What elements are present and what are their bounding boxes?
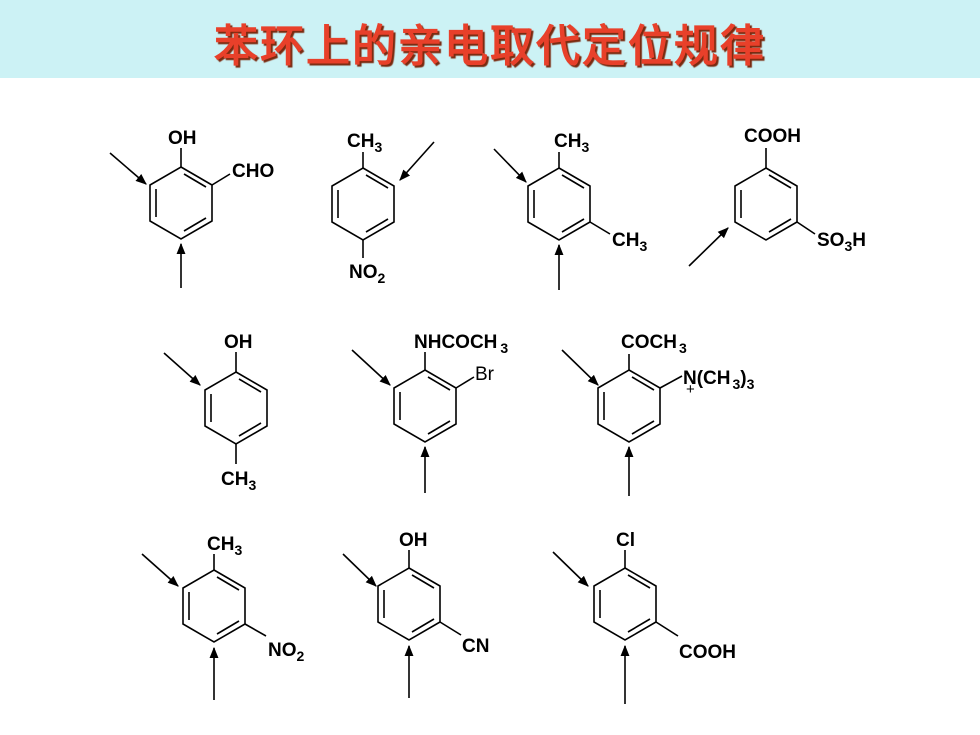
substitution-arrow (561, 349, 599, 386)
cho-label: CHO (232, 161, 274, 182)
br-label: Br (475, 364, 495, 385)
substitution-arrow (493, 148, 527, 183)
molecule-m-nitrotoluene: CH3 NO2 (141, 534, 305, 700)
oh-label: OH (399, 530, 428, 551)
oh-label: OH (168, 128, 197, 149)
title-bar: 苯环上的亲电取代定位规律 (0, 0, 980, 78)
cl-label: Cl (616, 530, 635, 551)
molecule-m-xylene: CH3 CH3 (493, 131, 647, 290)
cn-label: CN (462, 636, 489, 657)
substitution-arrow (351, 349, 391, 386)
substitution-arrow (399, 141, 435, 181)
substitution-arrow (688, 227, 729, 267)
ch3-label: CH3 (347, 131, 382, 155)
ch3-label: CH3 (207, 534, 242, 558)
ch3-label: CH3 (221, 469, 256, 493)
cooh-label: COOH (744, 126, 801, 147)
no2-label: NO2 (349, 262, 386, 286)
page-title: 苯环上的亲电取代定位规律 (214, 21, 766, 72)
positive-charge: + (686, 381, 695, 398)
substitution-arrow (141, 553, 179, 587)
substitution-arrow (552, 551, 589, 587)
oh-label: OH (224, 332, 253, 353)
cooh-label: COOH (679, 642, 736, 663)
ch3-label: CH3 (612, 230, 647, 254)
molecule-salicylaldehyde: OH CHO (109, 128, 274, 288)
substitution-arrow (342, 553, 377, 587)
so3h-label: SO3H (817, 230, 866, 254)
molecule-hydroxybenzonitrile: OH CN (342, 530, 489, 698)
molecule-p-nitrotoluene: CH3 NO2 (331, 131, 435, 286)
molecule-chlorobenzoic-acid: Cl COOH (552, 530, 736, 704)
molecule-p-cresol: OH CH3 (163, 332, 268, 493)
substitution-arrow (109, 152, 147, 185)
molecule-sulfobenzoic-acid: COOH SO3H (688, 126, 866, 267)
ch3-label: CH3 (554, 131, 589, 155)
no2-label: NO2 (268, 640, 305, 664)
substitution-arrow (163, 352, 201, 386)
